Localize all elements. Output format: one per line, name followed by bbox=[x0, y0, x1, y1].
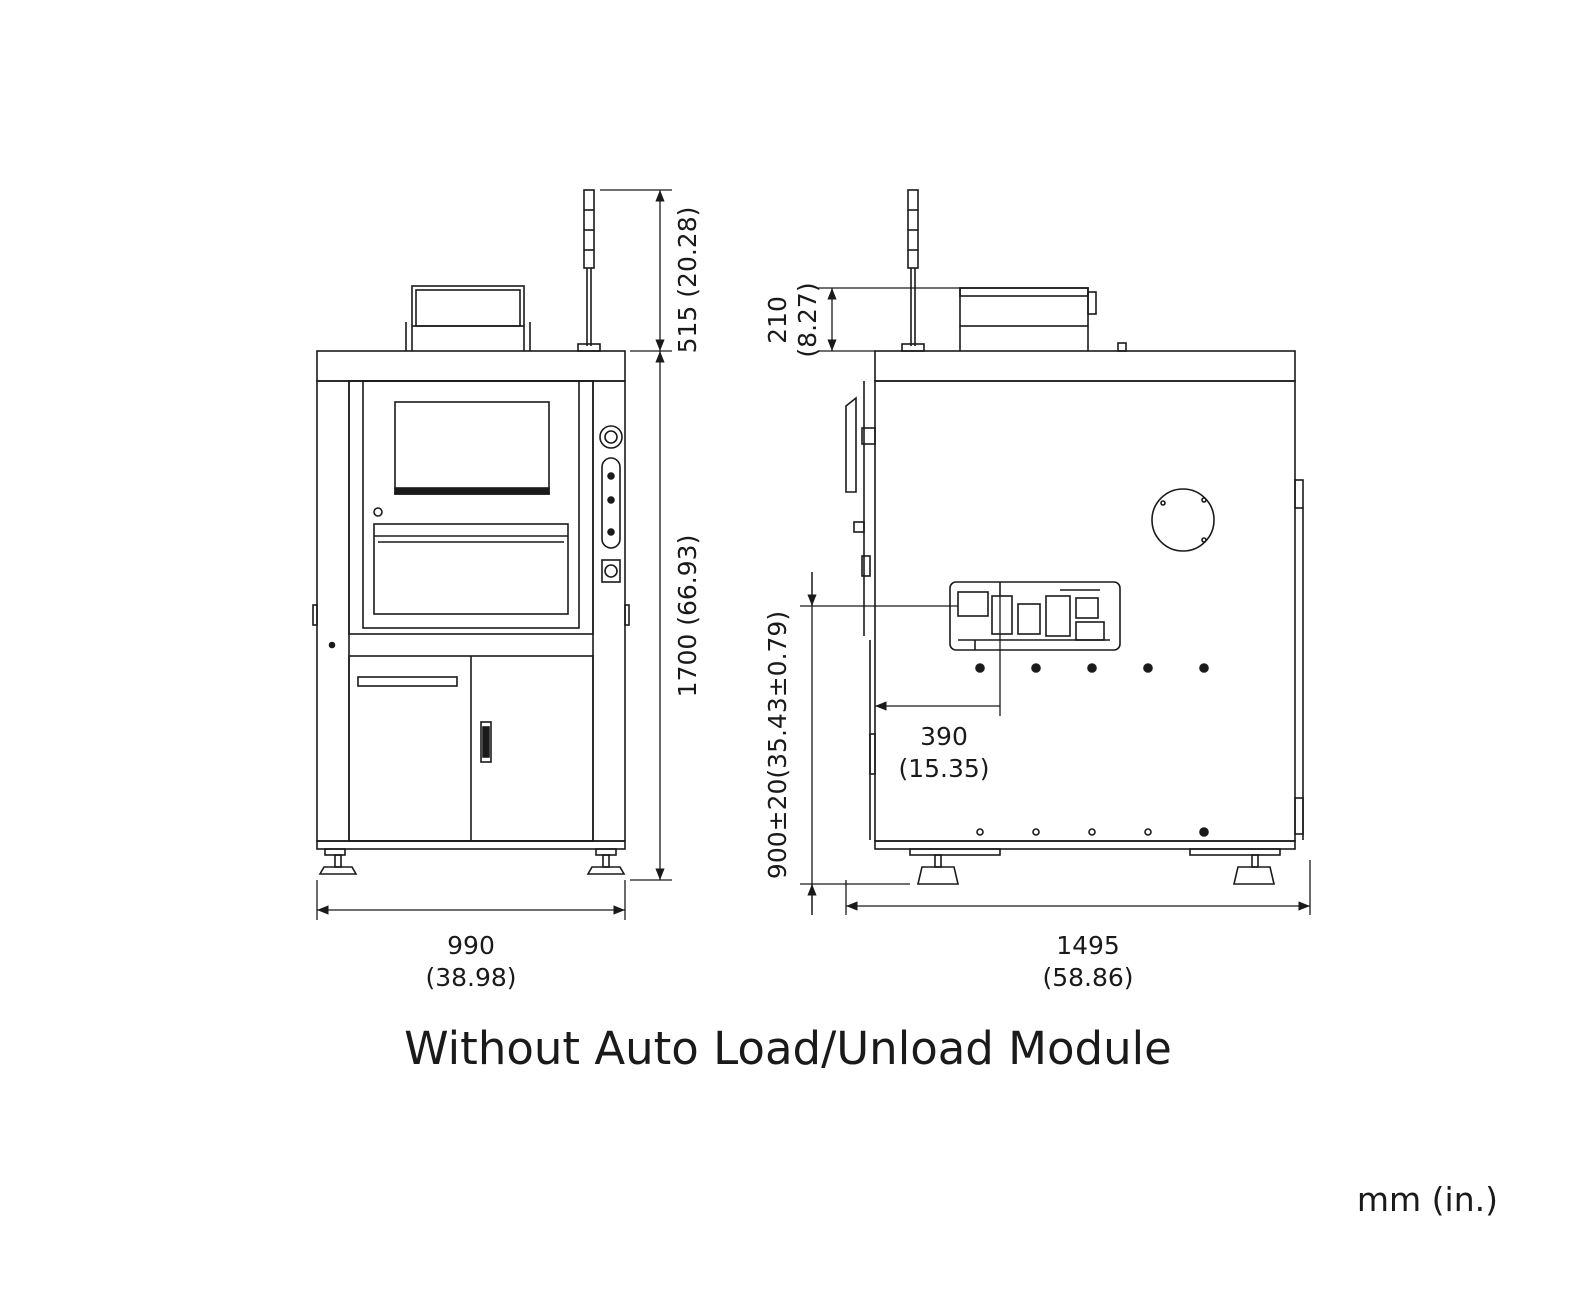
units-label: mm (in.) bbox=[1356, 1180, 1498, 1219]
front-top-height: 515 (20.28) bbox=[673, 207, 702, 354]
side-dimension-lines bbox=[800, 287, 1311, 915]
side-offset-in: (15.35) bbox=[898, 754, 989, 783]
side-top-in: (8.27) bbox=[793, 282, 822, 357]
drawing-caption: Without Auto Load/Unload Module bbox=[404, 1022, 1172, 1075]
front-dimension-lines bbox=[316, 189, 672, 920]
front-width-in: (38.98) bbox=[425, 963, 516, 992]
side-depth-in: (58.86) bbox=[1042, 963, 1133, 992]
side-work-height: 900±20(35.43±0.79) bbox=[763, 611, 792, 879]
side-view-machine bbox=[845, 189, 1304, 885]
front-body-height: 1700 (66.93) bbox=[673, 535, 702, 698]
side-offset-mm: 390 bbox=[920, 722, 968, 751]
front-width-mm: 990 bbox=[447, 931, 495, 960]
front-view-machine bbox=[312, 189, 630, 875]
side-depth-mm: 1495 bbox=[1056, 931, 1120, 960]
side-top-mm: 210 bbox=[763, 296, 792, 344]
